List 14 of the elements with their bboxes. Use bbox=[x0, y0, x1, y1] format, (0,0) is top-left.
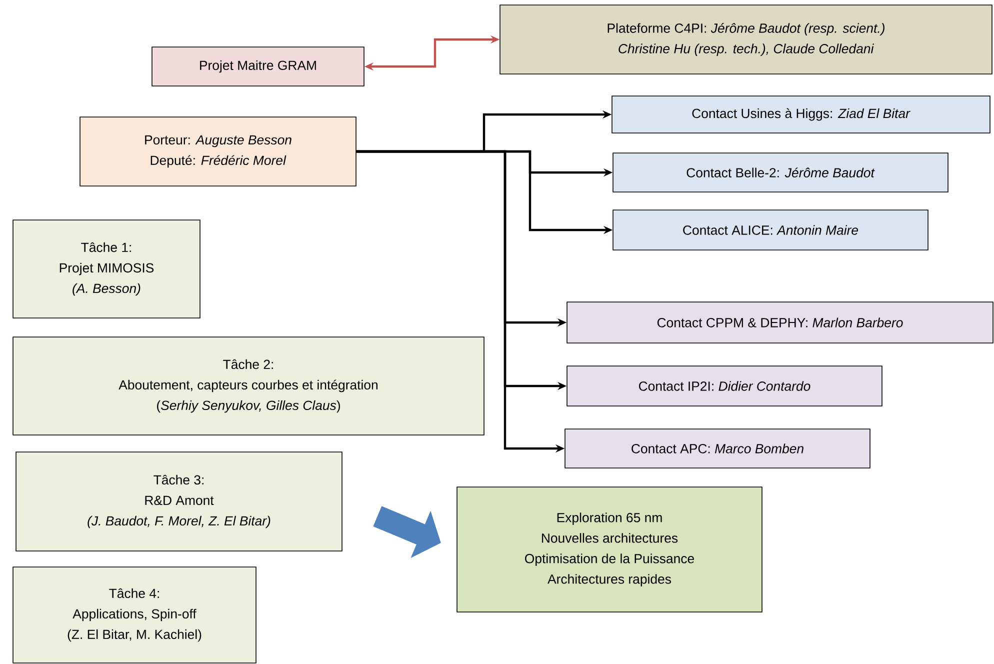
contact-box: Contact APC: Marco Bomben bbox=[564, 428, 870, 468]
contact-box: Contact Belle-2: Jérôme Baudot bbox=[612, 152, 948, 192]
result-box: Exploration 65 nm Nouvelles architectures Optimisation de la Puissance Architectures rapides bbox=[456, 486, 762, 612]
contact-box: Contact Usines à Higgs: Ziad El Bitar bbox=[612, 96, 990, 134]
contact-box: Contact IP2I: Didier Contardo bbox=[566, 366, 882, 406]
task-box: Tâche 3: R&D Amont (J. Baudot, F. Morel, Z. El Bitar) bbox=[16, 452, 342, 552]
platform-box: Plateforme C4PI: Jérôme Baudot (resp. scient.) Christine Hu (resp. tech.), Claude Colledani bbox=[500, 4, 992, 74]
task-box: Tâche 2: Aboutement, capteurs courbes et intégration (Serhiy Senyukov, Gilles Claus) bbox=[12, 336, 484, 436]
project-box: Projet Maitre GRAM bbox=[152, 46, 364, 86]
task-box: Tâche 4: Applications, Spin-off (Z. El Bitar, M. Kachiel) bbox=[12, 566, 256, 664]
contact-box: Contact CPPM & DEPHY: Marlon Barbero bbox=[566, 302, 994, 344]
contact-box: Contact ALICE: Antonin Maire bbox=[612, 210, 928, 250]
task-box: Tâche 1: Projet MIMOSIS (A. Besson) bbox=[12, 220, 200, 318]
lead-box: Porteur: Auguste Besson Deputé: Frédéric Morel bbox=[80, 116, 356, 186]
